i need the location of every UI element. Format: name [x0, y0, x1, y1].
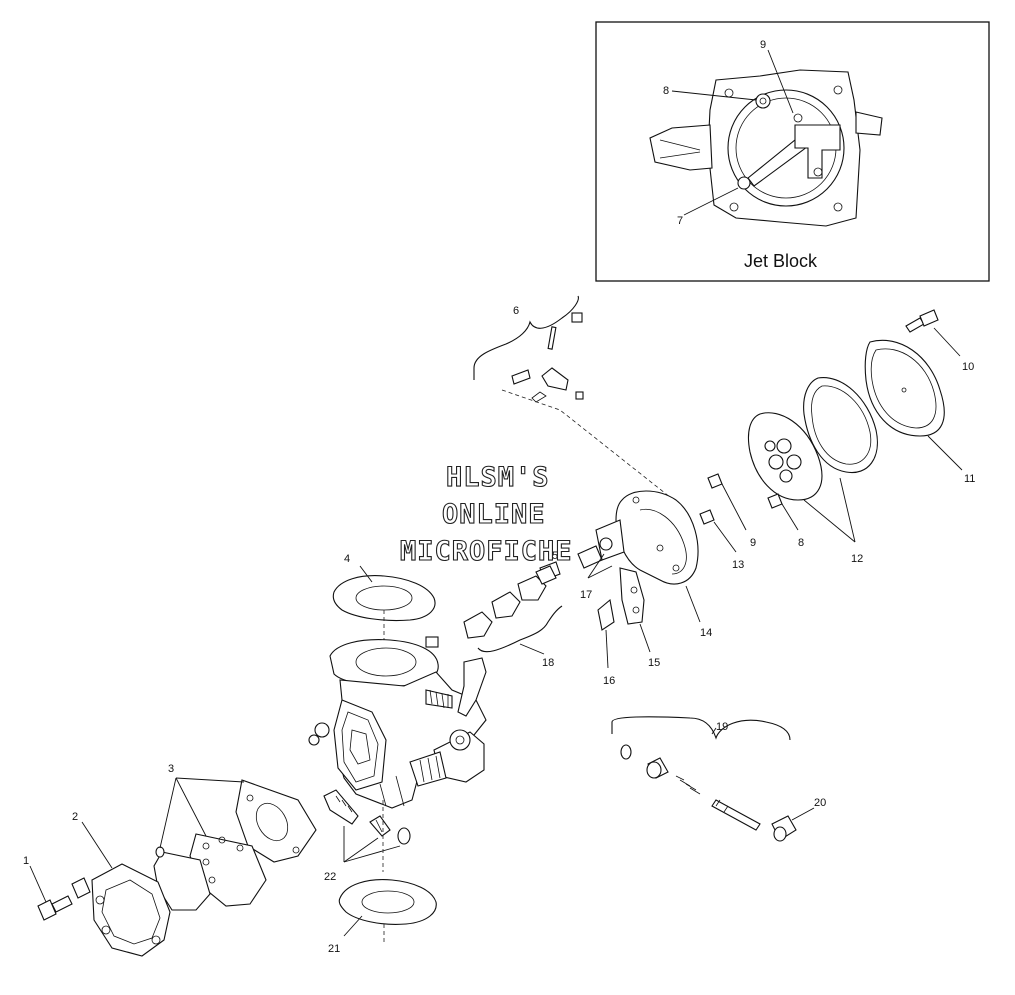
- part-15-gasket: [619, 567, 651, 653]
- carburetor-body: [308, 636, 487, 809]
- callout-9-inset: 9: [760, 39, 766, 51]
- part-1-screw: [29, 865, 73, 921]
- part-3-gaskets: [153, 777, 317, 911]
- callout-22: 22: [324, 871, 336, 883]
- callout-2: 2: [72, 811, 78, 823]
- callout-14: 14: [700, 627, 712, 639]
- callout-19: 19: [716, 721, 728, 733]
- part-20-cap: [771, 807, 815, 842]
- callout-6: 6: [513, 305, 519, 317]
- callout-10: 10: [962, 361, 974, 373]
- watermark-line-2: ONLINE: [442, 499, 546, 530]
- part-21-gasket: [338, 879, 437, 944]
- callout-1: 1: [23, 855, 29, 867]
- part-18-gaskets: [463, 565, 563, 655]
- part-19-needle-assy: [611, 716, 791, 831]
- part-11-pump-cover: [864, 339, 963, 471]
- watermark-line-1: HLSM'S: [446, 462, 550, 493]
- callout-15: 15: [648, 657, 660, 669]
- callout-20: 20: [814, 797, 826, 809]
- part-12-plate: [747, 412, 856, 543]
- watermark-line-3: MICROFICHE: [400, 536, 573, 567]
- callout-21: 21: [328, 943, 340, 955]
- part-8-screw: [767, 493, 799, 531]
- callout-4: 4: [344, 553, 350, 565]
- callout-9: 9: [750, 537, 756, 549]
- callout-17: 17: [580, 589, 592, 601]
- callout-5: 5: [552, 550, 558, 562]
- part-12-diaphragm: [803, 377, 878, 474]
- callout-7: 7: [677, 215, 683, 227]
- callout-13: 13: [732, 559, 744, 571]
- part-13-screw: [699, 509, 737, 553]
- part-9-screw: [707, 473, 747, 531]
- part-2-pump-cover: [71, 821, 171, 957]
- part-14-pump-body: [577, 490, 701, 623]
- part-16-gasket: [597, 598, 615, 669]
- part-4-gasket: [332, 565, 436, 650]
- watermark: HLSM'S ONLINE MICROFICHE: [399, 461, 573, 567]
- part-10-screw: [905, 309, 961, 357]
- callout-8: 8: [798, 537, 804, 549]
- inset-title: Jet Block: [744, 251, 818, 271]
- callout-11: 11: [964, 473, 975, 485]
- callout-3: 3: [168, 763, 174, 775]
- callout-18: 18: [542, 657, 554, 669]
- callout-12: 12: [851, 553, 863, 565]
- jet-block-inset: 8 9 7 Jet Block: [595, 21, 990, 282]
- callout-16: 16: [603, 675, 615, 687]
- part-22-jets: [323, 789, 411, 872]
- part-6-linkage: [473, 295, 681, 506]
- callout-8-inset: 8: [663, 85, 669, 97]
